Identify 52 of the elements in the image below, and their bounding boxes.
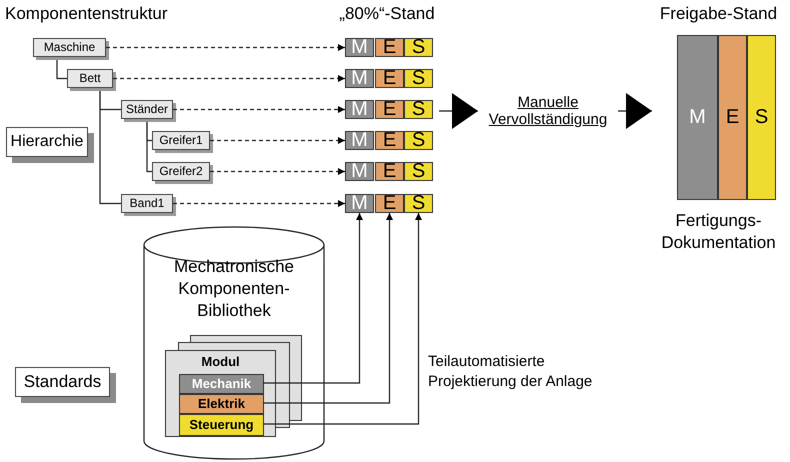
discipline-block: S	[404, 38, 433, 57]
discipline-block: E	[375, 38, 404, 57]
component-box: Greifer2	[152, 162, 210, 181]
discipline-block: E	[375, 100, 404, 119]
component-box: Greifer1	[152, 131, 210, 150]
dashed-arrow	[210, 136, 345, 144]
discipline-block: M	[345, 131, 374, 150]
module-card	[165, 350, 276, 437]
discipline-block: E	[375, 194, 404, 213]
discipline-block: M	[345, 69, 374, 88]
discipline-block: S	[404, 194, 433, 213]
dashed-arrow	[173, 200, 345, 208]
discipline-block: E	[375, 131, 404, 150]
connector-line	[99, 88, 121, 204]
connector-line	[56, 57, 67, 80]
discipline-block: S	[404, 131, 433, 150]
note-text: Teilautomatisierte Projektierung der Anlage	[428, 352, 594, 391]
arrow	[263, 213, 422, 425]
component-box: Ständer	[121, 100, 173, 119]
dashed-arrow	[113, 74, 345, 82]
discipline-block: E	[375, 162, 404, 181]
arrow	[263, 213, 394, 404]
discipline-bar: E	[718, 35, 747, 200]
heading-text: Freigabe-Stand	[658, 4, 778, 24]
module-layer: Mechanik	[179, 374, 264, 394]
discipline-block: S	[404, 162, 433, 181]
discipline-block: M	[345, 38, 374, 57]
component-box: Maschine	[33, 38, 106, 57]
discipline-block: S	[404, 69, 433, 88]
connector-line	[146, 119, 152, 172]
discipline-block: S	[404, 100, 433, 119]
arrow	[263, 213, 364, 384]
module-layer: Elektrik	[179, 394, 264, 414]
discipline-block: M	[345, 100, 374, 119]
process-text: Manuelle Vervollständigung	[478, 90, 618, 132]
library-cylinder	[143, 226, 325, 460]
module-layer: Steuerung	[179, 414, 264, 436]
discipline-bar: S	[747, 35, 776, 200]
caption-text: Fertigungs-Dokumentation	[660, 210, 777, 254]
component-box: Bett	[67, 69, 113, 88]
card-title: Modul	[200, 354, 241, 369]
heading-text: „80%“-Stand	[338, 4, 436, 24]
dashed-arrow	[173, 106, 345, 114]
discipline-block: M	[345, 162, 374, 181]
heading-text: Komponentenstruktur	[5, 3, 169, 25]
heading-text: Mechatronische Komponenten-Bibliothek	[172, 256, 295, 322]
dashed-arrow	[210, 168, 345, 176]
dashed-arrow	[106, 44, 345, 52]
discipline-block: E	[375, 69, 404, 88]
component-box: Band1	[121, 194, 173, 213]
discipline-block: M	[345, 194, 374, 213]
discipline-bar: M	[677, 35, 718, 200]
